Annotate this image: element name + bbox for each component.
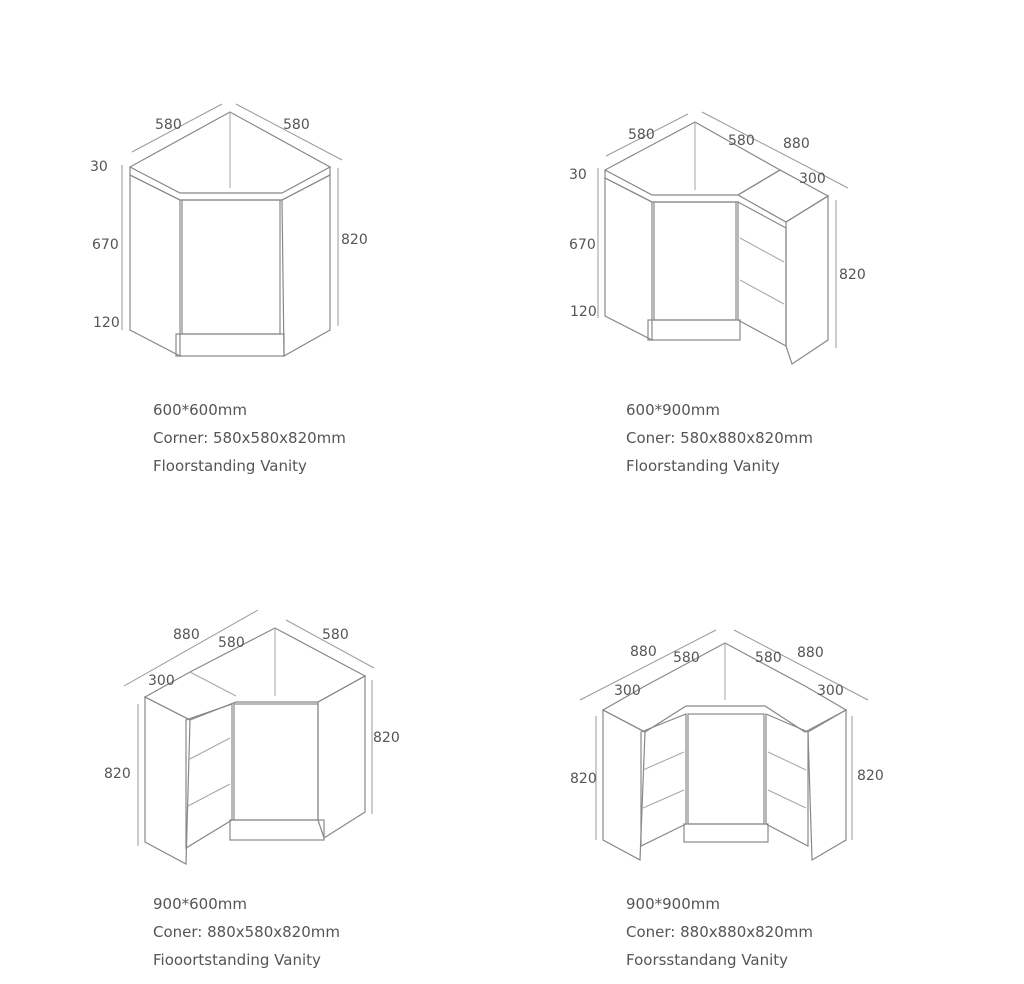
door (233, 703, 319, 821)
dim-120: 120 (570, 304, 597, 320)
dim-line-top-right (701, 111, 849, 189)
drawer-top-edge (189, 671, 237, 697)
dim-670: 670 (92, 237, 119, 253)
caption-900x600: 900*600mm Coner: 880x580x820mm Fiooortst… (153, 890, 340, 974)
caption-corner: Coner: 880x580x820mm (153, 923, 340, 941)
dim-line-top-right (285, 619, 375, 669)
plinth (647, 319, 741, 341)
dim-height-left: 820 (570, 771, 597, 787)
left-drawer-line-2 (642, 789, 685, 809)
drawing-900x900: 880 580 580 880 300 300 820 820 (570, 629, 884, 862)
right-drawer-front (765, 713, 809, 847)
dim-top-right: 880 (783, 136, 810, 152)
door (181, 199, 281, 335)
drawer-line-2 (739, 279, 785, 305)
drawer-front (737, 200, 787, 348)
dim-670: 670 (569, 237, 596, 253)
dim-height: 820 (839, 267, 866, 283)
right-side (807, 708, 847, 862)
dim-top-left: 880 (630, 644, 657, 660)
drawing-900x600: 880 580 580 300 820 820 (104, 609, 400, 865)
dim-line-top-left (605, 113, 689, 157)
dim-top-right: 580 (322, 627, 349, 643)
caption-size: 900*600mm (153, 895, 247, 913)
dim-top-mid-right: 580 (755, 650, 782, 666)
door (653, 201, 737, 321)
dim-height-right: 820 (373, 730, 400, 746)
plinth (683, 823, 769, 843)
caption-size: 600*600mm (153, 401, 247, 419)
right-side (317, 674, 366, 839)
caption-size: 900*900mm (626, 895, 720, 913)
dim-height-left: 820 (104, 766, 131, 782)
drawer-line-2 (187, 783, 231, 807)
dim-line-top-left (579, 629, 717, 701)
caption-size: 600*900mm (626, 401, 720, 419)
dim-top-right: 580 (283, 117, 310, 133)
caption-600x600: 600*600mm Corner: 580x580x820mm Floorsta… (153, 396, 346, 480)
top-face (601, 642, 848, 733)
drawer-line-1 (187, 737, 231, 761)
dim-height: 820 (341, 232, 368, 248)
caption-corner: Coner: 580x880x820mm (626, 429, 813, 447)
plinth (229, 819, 325, 841)
dim-side: 300 (148, 673, 175, 689)
dim-line-top-left (131, 103, 223, 153)
right-side (281, 174, 331, 358)
dim-top-left: 580 (628, 127, 655, 143)
caption-type: Floorstanding Vanity (153, 457, 307, 475)
right-drawer-line-2 (767, 789, 807, 809)
top-face (128, 111, 332, 194)
left-side (602, 709, 646, 861)
caption-corner: Corner: 580x580x820mm (153, 429, 346, 447)
dim-top-left: 880 (173, 627, 200, 643)
drawing-600x600: 580 580 30 670 120 820 (90, 103, 368, 358)
left-side (129, 174, 181, 357)
door (687, 713, 765, 825)
plinth (175, 333, 285, 357)
drawer-front (185, 703, 233, 850)
caption-type: Floorstanding Vanity (626, 457, 780, 475)
dim-side: 300 (799, 171, 826, 187)
dim-line-top-right (733, 629, 869, 701)
countertop-edge (604, 170, 738, 203)
dim-30: 30 (90, 159, 108, 175)
drawer-line-1 (739, 237, 785, 263)
dim-side-left: 300 (614, 683, 641, 699)
dim-top-mid-left: 580 (673, 650, 700, 666)
caption-corner: Coner: 880x880x820mm (626, 923, 813, 941)
caption-900x900: 900*900mm Coner: 880x880x820mm Foorsstan… (626, 890, 813, 974)
dim-line-top-right (235, 103, 343, 161)
left-drawer-line-1 (642, 751, 685, 771)
dim-top-left: 580 (155, 117, 182, 133)
drawing-600x900: 580 580 880 300 30 670 120 820 (569, 111, 866, 365)
left-side (604, 177, 653, 341)
dim-top-mid: 580 (728, 133, 755, 149)
caption-type: Foorsstandang Vanity (626, 951, 789, 969)
right-side (785, 194, 829, 365)
caption-600x900: 600*900mm Coner: 580x880x820mm Floorstan… (626, 396, 813, 480)
left-drawer-front (640, 713, 687, 847)
dim-30: 30 (569, 167, 587, 183)
dim-120: 120 (93, 315, 120, 331)
left-side (144, 696, 191, 865)
right-drawer-line-1 (767, 751, 807, 771)
caption-type: Fiooortstanding Vanity (153, 951, 321, 969)
dim-top-mid: 580 (218, 635, 245, 651)
dim-height-right: 820 (857, 768, 884, 784)
dim-top-right: 880 (797, 645, 824, 661)
dim-side-right: 300 (817, 683, 844, 699)
dim-line-top-left (123, 609, 259, 687)
